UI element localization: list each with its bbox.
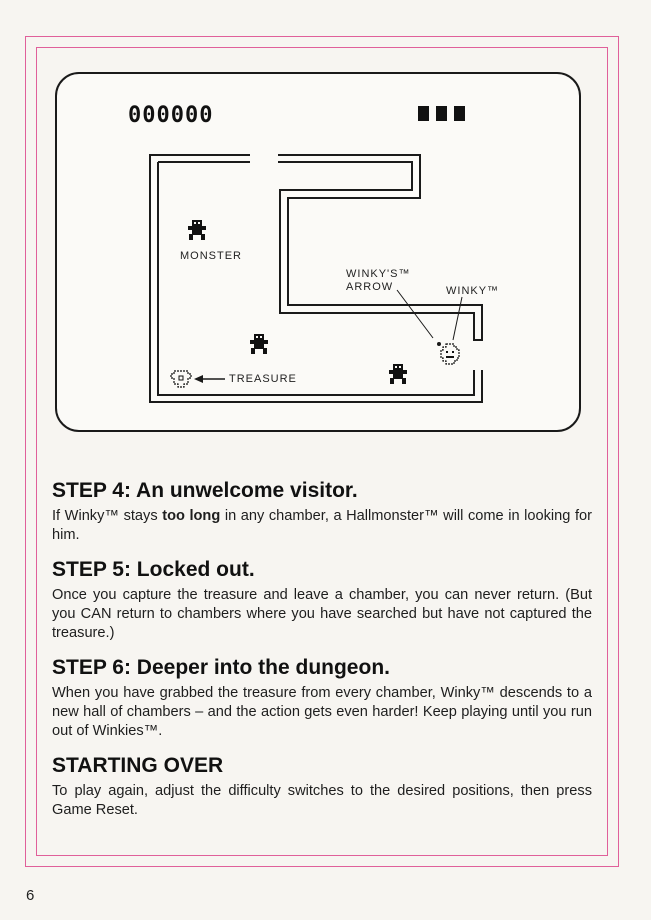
winkys-arrow-label: WINKY'S™	[346, 268, 411, 280]
section-heading: STARTING OVER	[52, 754, 224, 777]
starting-over: STARTING OVER To play again, adjust the …	[52, 753, 592, 820]
section-heading: STEP 5: Locked out.	[52, 558, 255, 581]
life-block	[454, 106, 465, 121]
monster-label: MONSTER	[180, 250, 242, 262]
score-display: 000000	[128, 103, 214, 128]
section-text: When you have grabbed the treasure from …	[52, 685, 592, 739]
page-border-outer	[25, 36, 619, 867]
monster-icon	[250, 334, 268, 354]
section-text: If Winky™ stays too long in any chamber,…	[52, 507, 592, 545]
page-border-inner	[36, 47, 608, 856]
treasure-label: TREASURE	[229, 373, 297, 385]
step-6: STEP 6: Deeper into the dungeon. When yo…	[52, 655, 592, 741]
lives-indicator	[418, 106, 465, 121]
monster-icon	[188, 220, 206, 240]
winky-icon	[440, 343, 460, 365]
page-number: 6	[26, 887, 35, 904]
step-5: STEP 5: Locked out. Once you capture the…	[52, 557, 592, 643]
winky-label: WINKY™	[446, 285, 500, 297]
game-screen-illustration	[55, 72, 581, 432]
life-block	[436, 106, 447, 121]
section-heading: STEP 4: An unwelcome visitor.	[52, 479, 358, 502]
section-text: To play again, adjust the difficulty swi…	[52, 783, 592, 818]
text-emphasis: too long	[162, 508, 221, 524]
treasure-icon	[170, 370, 192, 388]
text-fragment: in any chamber, a Hallmonster™ will come…	[52, 508, 593, 543]
section-heading: STEP 6: Deeper into the dungeon.	[52, 656, 390, 679]
section-text: Once you capture the treasure and leave …	[52, 587, 592, 641]
monster-icon	[389, 364, 407, 384]
text-fragment: If Winky™ stays	[52, 508, 163, 524]
winkys-arrow-label-2: ARROW	[346, 281, 394, 293]
step-4: STEP 4: An unwelcome visitor. If Winky™ …	[52, 478, 592, 545]
life-block	[418, 106, 429, 121]
instructions: STEP 4: An unwelcome visitor. If Winky™ …	[52, 478, 592, 832]
